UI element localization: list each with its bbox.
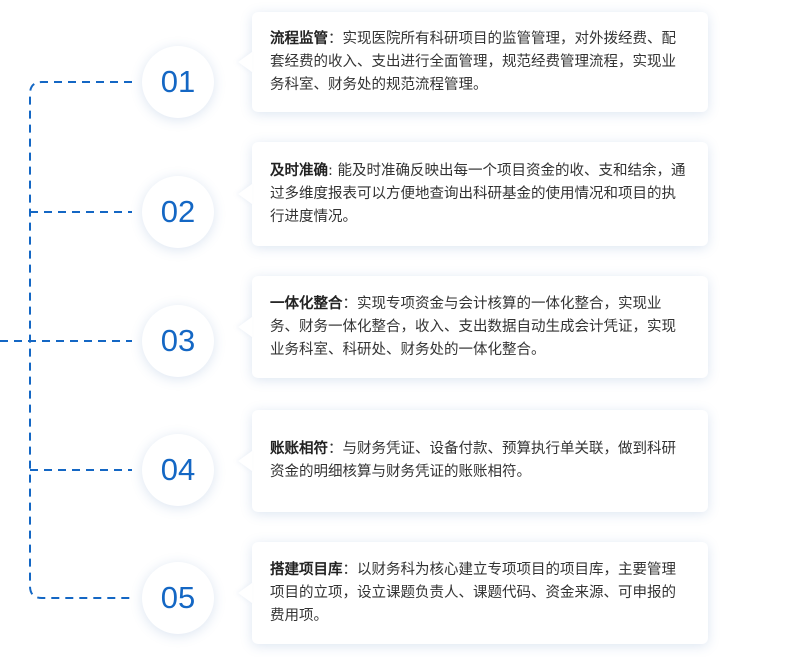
- card-text: 与财务凭证、设备付款、预算执行单关联，做到科研资金的明细核算与财务凭证的账账相符…: [270, 441, 676, 480]
- feature-card-process-supervision: 流程监管：实现医院所有科研项目的监管管理，对外拨经费、配套经费的收入、支出进行全…: [252, 12, 708, 112]
- step-number-03: 03: [142, 305, 214, 377]
- card-title: 账账相符: [270, 441, 328, 457]
- card-text: 以财务科为核心建立专项项目的项目库，主要管理项目的立项，设立课题负责人、课题代码…: [270, 561, 676, 624]
- card-text: 能及时准确反映出每一个项目资金的收、支和结余，通过多维度报表可以方便地查询出科研…: [270, 162, 686, 225]
- title-separator: ：: [342, 561, 358, 578]
- card-text: 实现医院所有科研项目的监管管理，对外拨经费、配套经费的收入、支出进行全面管理，规…: [270, 30, 676, 93]
- card-title: 一体化整合: [270, 295, 343, 312]
- title-separator: ：: [328, 30, 343, 47]
- card-title: 搭建项目库: [270, 561, 343, 578]
- feature-card-timely-accurate: 及时准确: 能及时准确反映出每一个项目资金的收、支和结余，通过多维度报表可以方便…: [252, 142, 708, 246]
- step-number-01: 01: [142, 46, 214, 118]
- card-text: 实现专项资金与会计核算的一体化整合，实现业务、财务一体化整合，收入、支出数据自动…: [270, 295, 676, 358]
- card-title: 流程监管: [270, 30, 328, 47]
- title-separator: :: [328, 162, 338, 179]
- step-number-02: 02: [142, 176, 214, 248]
- feature-card-account-matching: 账账相符：与财务凭证、设备付款、预算执行单关联，做到科研资金的明细核算与财务凭证…: [252, 410, 708, 512]
- step-number-04: 04: [142, 434, 214, 506]
- card-title: 及时准确: [270, 162, 328, 179]
- feature-card-project-library: 搭建项目库：以财务科为核心建立专项项目的项目库，主要管理项目的立项，设立课题负责…: [252, 542, 708, 644]
- title-separator: ：: [342, 295, 358, 312]
- step-number-05: 05: [142, 562, 214, 634]
- feature-card-integration: 一体化整合：实现专项资金与会计核算的一体化整合，实现业务、财务一体化整合，收入、…: [252, 276, 708, 378]
- title-separator: ：: [328, 441, 343, 457]
